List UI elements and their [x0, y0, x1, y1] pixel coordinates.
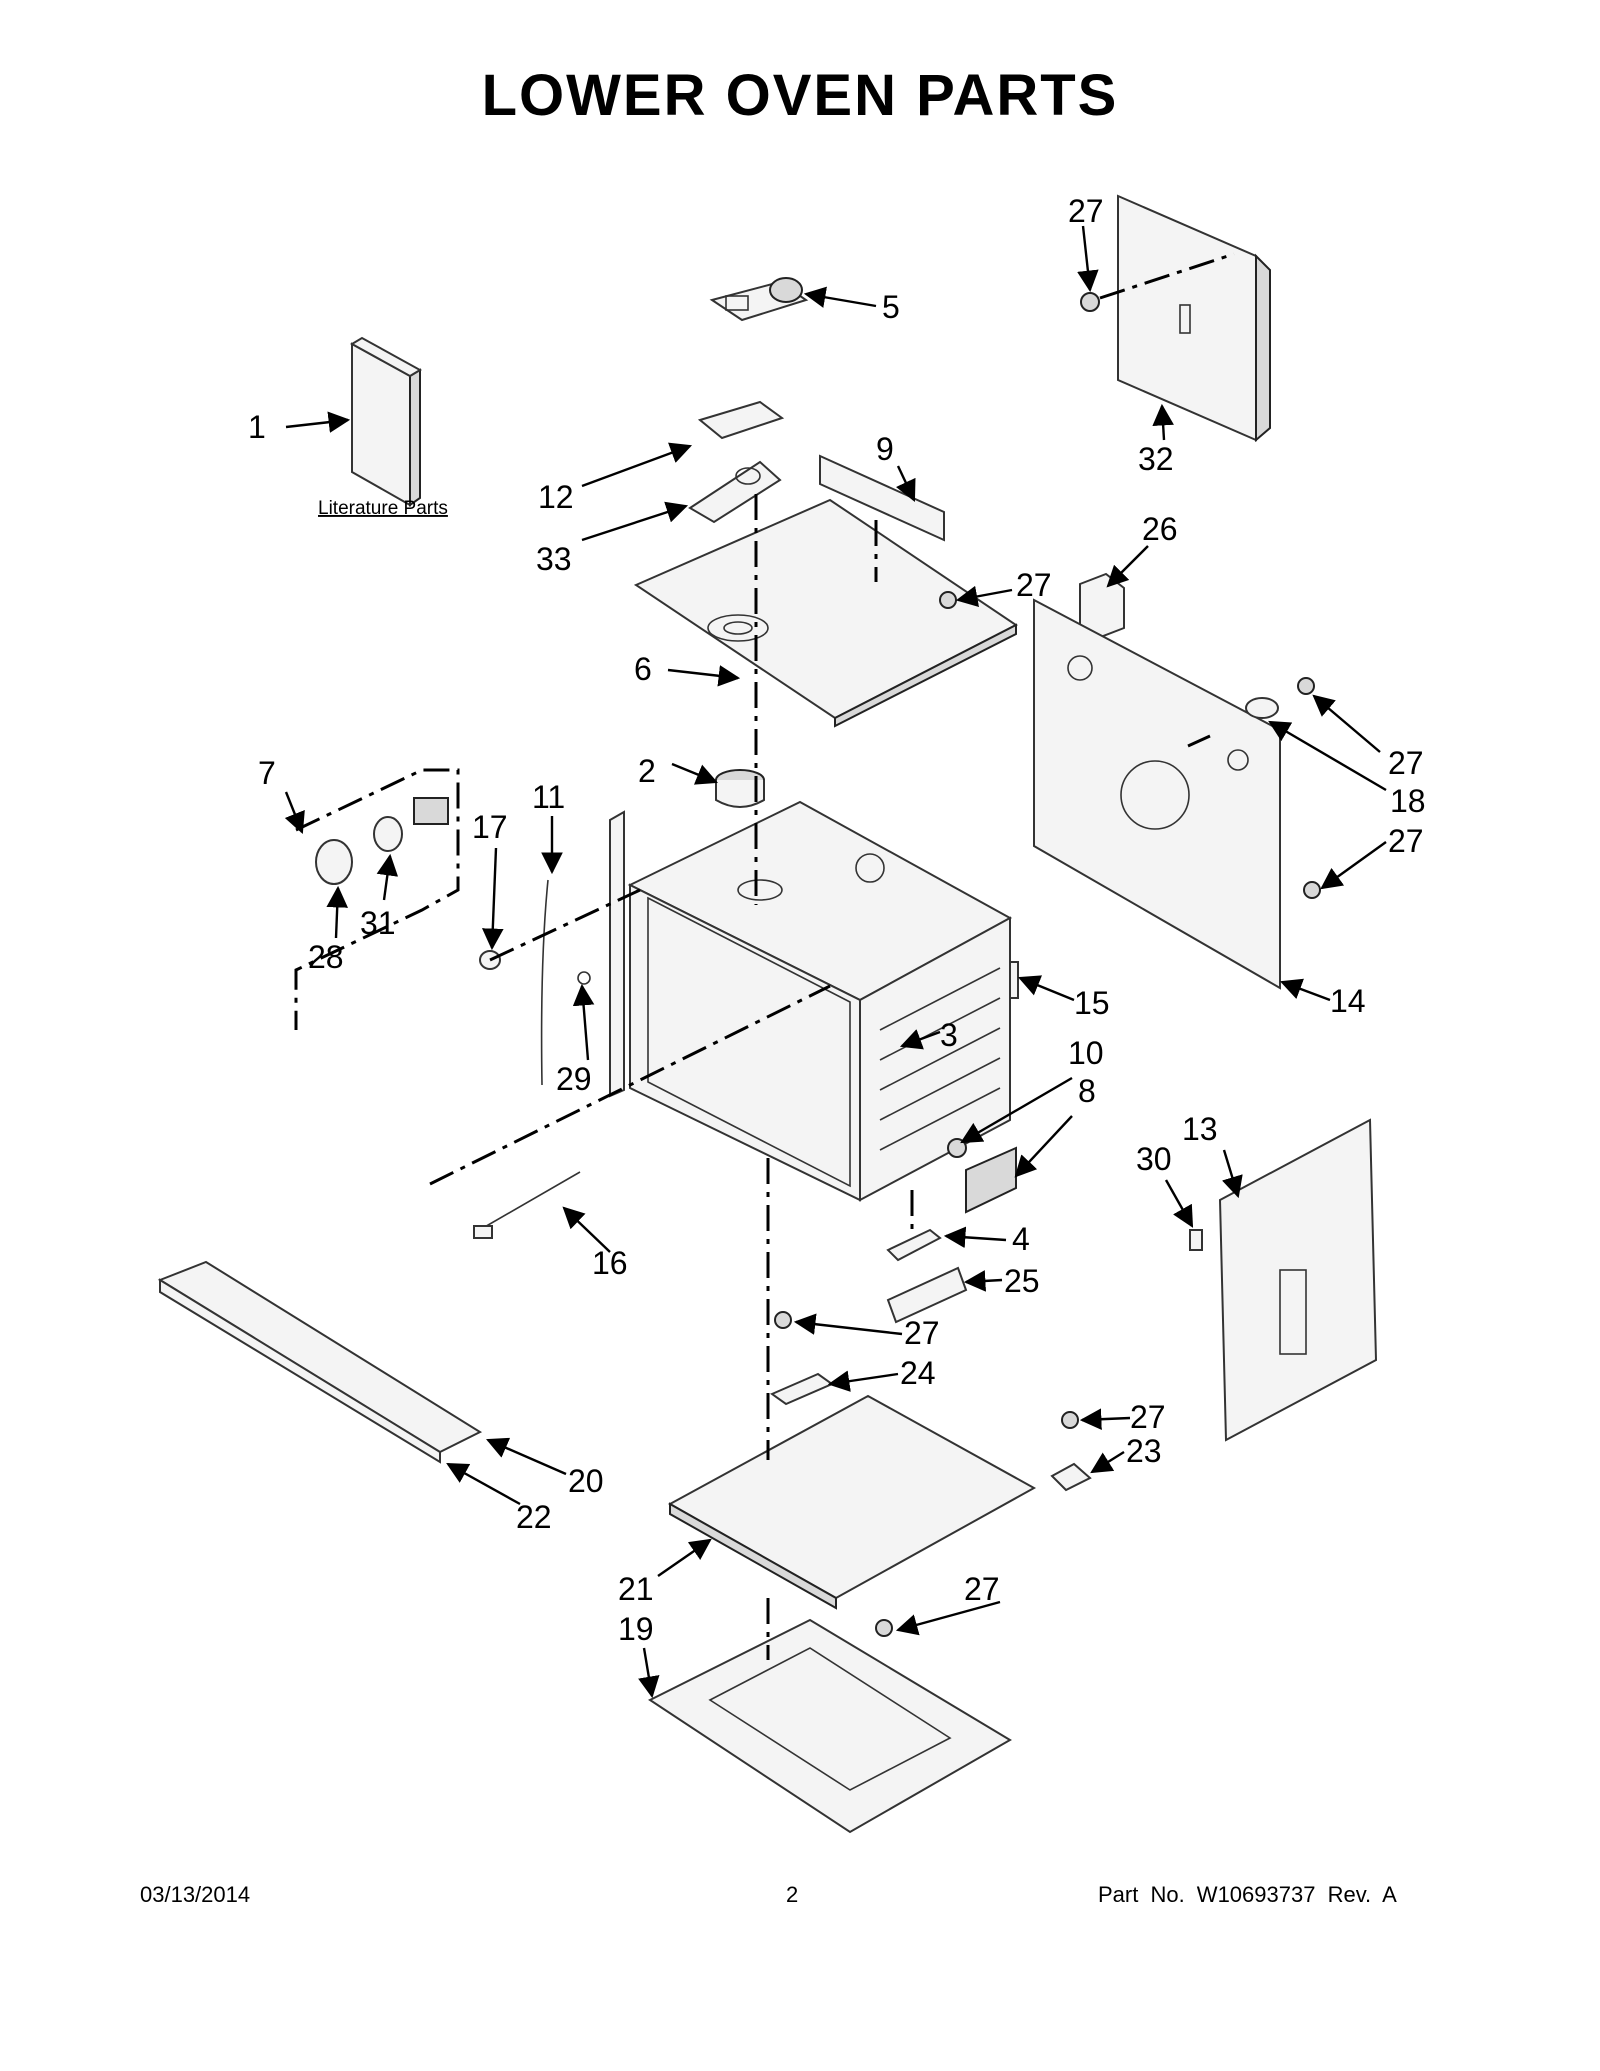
part-5-module	[709, 277, 809, 322]
callout-16: 16	[592, 1245, 628, 1281]
part-12-bracket	[697, 400, 785, 440]
callout-21: 21	[618, 1571, 654, 1607]
callout-9: 9	[876, 431, 894, 467]
part-10-screw	[947, 1138, 967, 1158]
part-20-rail	[157, 1260, 483, 1454]
callout-2: 2	[638, 753, 656, 789]
callout-27-b: 27	[1016, 567, 1052, 603]
callout-5: 5	[882, 289, 900, 325]
callout-33: 33	[536, 541, 572, 577]
callout-31: 31	[360, 905, 396, 941]
callout-27-e: 27	[904, 1315, 940, 1351]
part-33-bracket	[688, 460, 782, 524]
screw-icons	[774, 292, 1321, 1637]
part-7-lamp-group	[294, 768, 460, 1030]
part-30-clip	[1189, 1229, 1203, 1251]
part-1-literature	[349, 336, 423, 507]
literature-parts-label: Literature Parts	[318, 498, 448, 519]
callout-17: 17	[472, 809, 508, 845]
part-11-wire	[540, 879, 549, 1086]
part-29-clip	[577, 971, 591, 985]
part-25-bracket	[886, 1266, 968, 1324]
callout-27-d: 27	[1388, 823, 1424, 859]
callout-23: 23	[1126, 1433, 1162, 1469]
part-4-bracket	[886, 1228, 942, 1262]
callout-27-a: 27	[1068, 193, 1104, 229]
callout-19: 19	[618, 1611, 654, 1647]
callout-29: 29	[556, 1061, 592, 1097]
callout-24: 24	[900, 1355, 936, 1391]
callout-7: 7	[258, 755, 276, 791]
part-22-rail	[159, 1278, 441, 1464]
callout-8: 8	[1078, 1073, 1096, 1109]
callout-27-c: 27	[1388, 745, 1424, 781]
part-8-vent	[965, 1146, 1017, 1214]
callout-20: 20	[568, 1463, 604, 1499]
callout-28: 28	[308, 939, 344, 975]
part-18-thermostat	[1245, 697, 1279, 719]
part-6-top-panel	[633, 498, 1018, 728]
page-title: LOWER OVEN PARTS	[481, 63, 1119, 128]
leader-arrows	[284, 225, 1387, 1699]
callout-26: 26	[1142, 511, 1178, 547]
part-24-bracket	[769, 1372, 835, 1406]
part-15-bracket	[1009, 961, 1019, 999]
assembly-lines	[429, 252, 1235, 1660]
callout-27-g: 27	[964, 1571, 1000, 1607]
callout-30: 30	[1136, 1141, 1172, 1177]
callout-1: 1	[248, 409, 266, 445]
part-21-bottom-panel	[667, 1394, 1037, 1610]
footer-page-number: 2	[786, 1882, 799, 1907]
callout-18: 18	[1390, 783, 1426, 819]
part-13-side-panel	[1218, 1118, 1378, 1442]
callout-14: 14	[1330, 983, 1366, 1019]
callout-4: 4	[1012, 1221, 1030, 1257]
callout-27-f: 27	[1130, 1399, 1166, 1435]
part-19-base-tray	[648, 1618, 1012, 1834]
callout-32: 32	[1138, 441, 1174, 477]
footer-date: 03/13/2014	[140, 1882, 251, 1907]
callout-10: 10	[1068, 1035, 1104, 1071]
callout-labels: 1 2 3 4 5 6 7 8 9 10 11 12 13 14 15 16 1…	[248, 193, 1426, 1647]
part-3-oven-cavity	[609, 800, 1013, 1202]
part-32-rear-panel	[1117, 194, 1271, 443]
callout-6: 6	[634, 651, 652, 687]
callout-25: 25	[1004, 1263, 1040, 1299]
footer-part-number: Part No. W10693737 Rev. A	[1098, 1882, 1397, 1907]
part-16-probe	[473, 1171, 581, 1239]
callout-13: 13	[1182, 1111, 1218, 1147]
callout-22: 22	[516, 1499, 552, 1535]
callout-12: 12	[538, 479, 574, 515]
part-23-bracket	[1050, 1462, 1092, 1492]
callout-15: 15	[1074, 985, 1110, 1021]
callout-3: 3	[940, 1017, 958, 1053]
callout-11: 11	[532, 779, 565, 815]
part-14-side-panel	[1033, 598, 1281, 990]
